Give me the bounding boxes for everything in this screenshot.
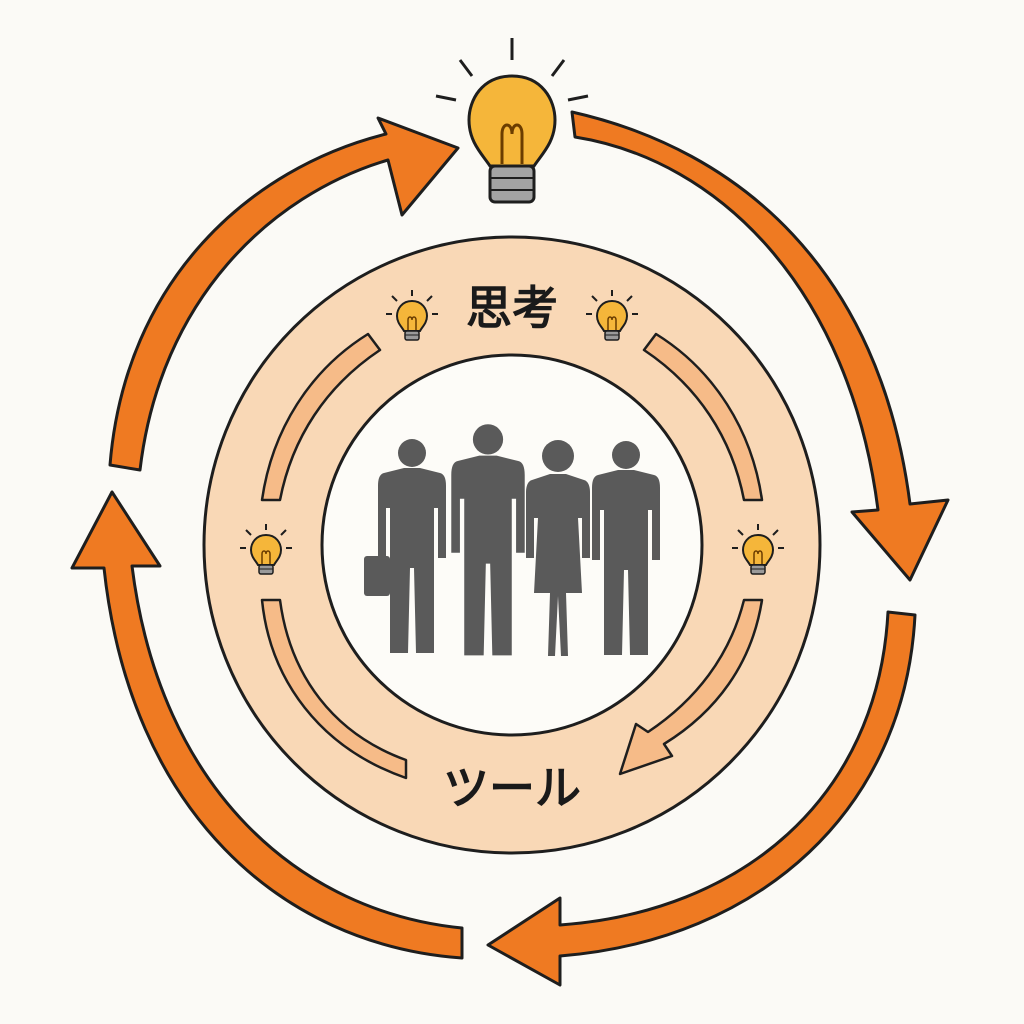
inner-arc-top-left bbox=[260, 332, 382, 502]
label-tool: ツール bbox=[443, 761, 581, 815]
lightbulb-icon bbox=[435, 38, 589, 204]
inner-arc-bottom-left bbox=[260, 598, 408, 780]
inner-arc-bottom-right bbox=[618, 598, 764, 776]
inner-arc-top-right bbox=[642, 332, 764, 502]
person-with-briefcase bbox=[364, 439, 446, 653]
outer-cycle-arrows bbox=[70, 110, 950, 987]
outer-arrow-top-right bbox=[570, 110, 950, 582]
label-thinking: 思考 bbox=[466, 281, 558, 335]
outer-arrow-bottom-right bbox=[486, 610, 917, 987]
inner-cycle-arrows bbox=[260, 332, 764, 780]
people-silhouette-icon bbox=[364, 424, 660, 656]
person-woman bbox=[526, 440, 590, 656]
outer-arrow-bottom-left bbox=[70, 490, 464, 960]
outer-arrow-top-left bbox=[108, 116, 460, 472]
